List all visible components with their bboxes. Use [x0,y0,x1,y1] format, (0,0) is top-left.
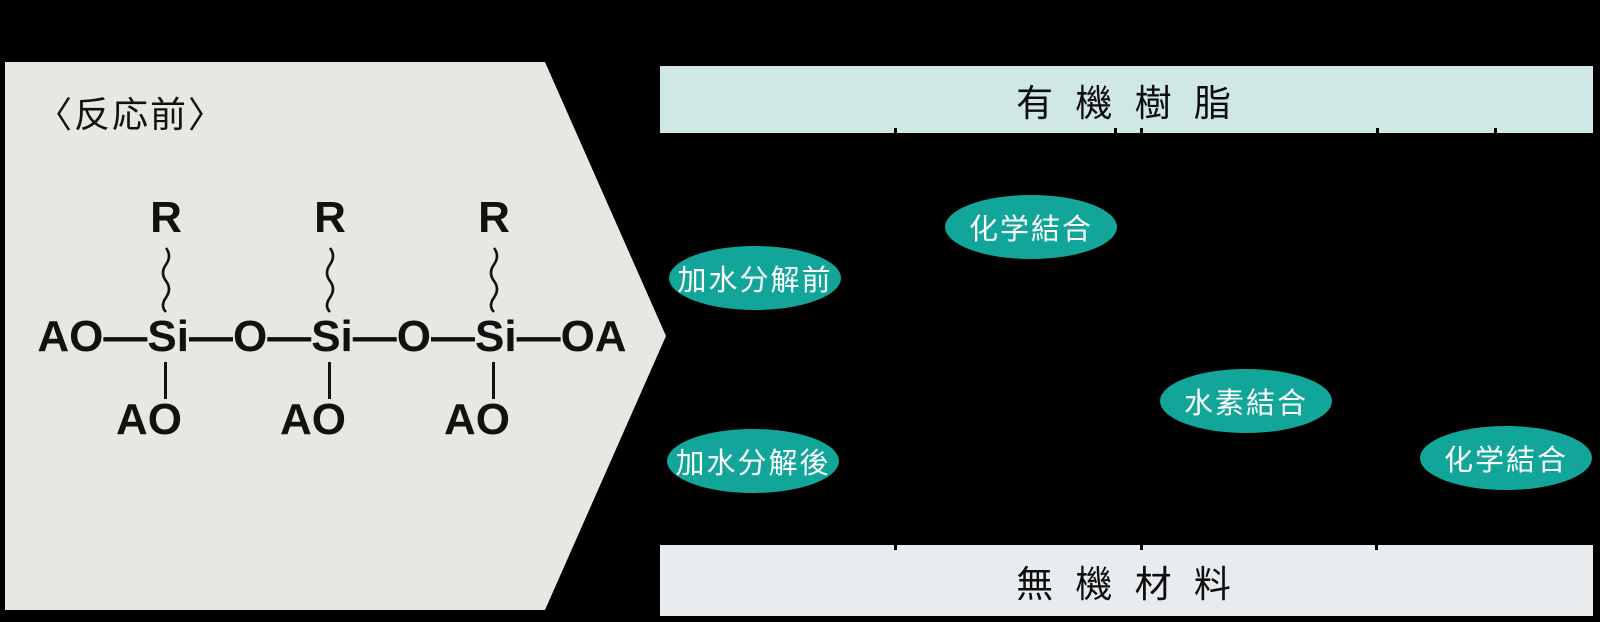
bond-stub [1140,545,1143,550]
bond-bubble-label: 加水分解前 [677,265,833,297]
bond-stub [1140,128,1143,133]
bond-bubble: 水素結合 [1160,369,1332,433]
vertical-bond [492,362,495,399]
panel-title: 〈反応前〉 [36,94,227,135]
alkoxy-group-label: AO [444,395,510,444]
bond-bubble: 加水分解前 [669,246,841,310]
bond-stub [1494,128,1497,133]
bond-stub [1375,545,1378,550]
wavy-bond-icon [161,247,171,313]
bond-bubble: 化学結合 [1420,426,1592,490]
siloxane-backbone-formula: AO—Si—O—Si—O—Si—OA [37,312,627,361]
bond-stub [1376,128,1379,133]
bond-stub [894,545,897,550]
bond-bubble-label: 加水分解後 [675,448,831,480]
organic-resin-bar: 有 機 樹 脂 [660,66,1593,133]
bond-stub [1114,128,1117,133]
arrow-shape [5,62,666,610]
bond-bubble-label: 化学結合 [968,214,1093,246]
wavy-bond-icon [489,247,499,313]
wavy-bond-icon [325,247,335,313]
bond-bubble: 化学結合 [945,195,1117,259]
before-reaction-arrow-panel [5,62,666,610]
r-group-label: R [314,193,346,242]
inorganic-material-label: 無 機 材 料 [1016,563,1237,605]
alkoxy-group-label: AO [116,395,182,444]
vertical-bond [164,362,167,399]
vertical-bond [328,362,331,399]
organic-resin-label: 有 機 樹 脂 [1016,82,1237,124]
bond-bubble-label: 水素結合 [1183,388,1308,420]
bond-bubble: 加水分解後 [667,429,839,493]
r-group-label: R [150,193,182,242]
bond-bubble-label: 化学結合 [1443,445,1568,477]
r-group-label: R [478,193,510,242]
alkoxy-group-label: AO [280,395,346,444]
inorganic-material-bar: 無 機 材 料 [660,545,1593,616]
bond-stub [894,128,897,133]
